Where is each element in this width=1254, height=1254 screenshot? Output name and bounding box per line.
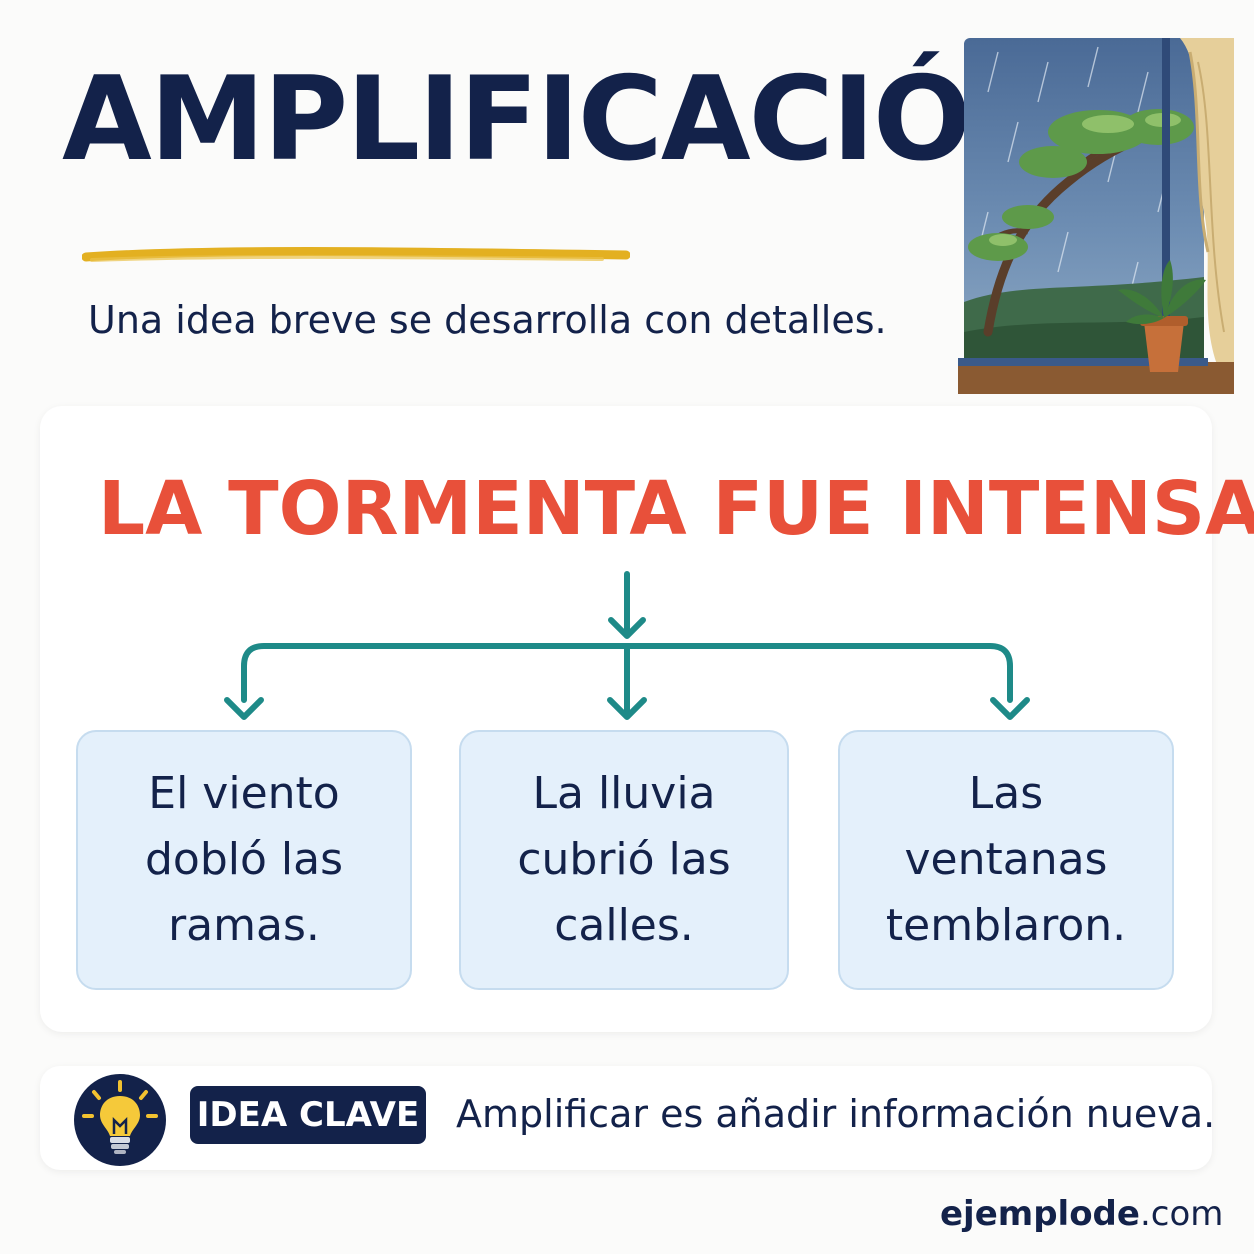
detail-text-2: La lluvia cubrió las calles.: [517, 768, 731, 951]
footer-brand[interactable]: ejemplode.com: [940, 1194, 1223, 1234]
footer-domain: .com: [1139, 1194, 1224, 1234]
detail-text-1: El viento dobló las ramas.: [144, 768, 344, 951]
key-idea-text: Amplificar es añadir información nueva.: [456, 1092, 1216, 1136]
main-sentence: LA TORMENTA FUE INTENSA.: [98, 466, 1254, 552]
title-underline: [82, 247, 630, 262]
detail-box-3: Las ventanas temblaron.: [838, 730, 1174, 990]
page-title: AMPLIFICACIÓN: [62, 52, 1067, 187]
subtitle: Una idea breve se desarrolla con detalle…: [88, 298, 887, 342]
detail-box-2: La lluvia cubrió las calles.: [459, 730, 789, 990]
detail-box-1: El viento dobló las ramas.: [76, 730, 412, 990]
idea-clave-badge: IDEA CLAVE: [190, 1086, 426, 1144]
lightbulb-icon: [74, 1074, 166, 1166]
storm-window-illustration: [958, 38, 1234, 394]
footer-brand-name: ejemplode: [940, 1194, 1140, 1234]
detail-text-3: Las ventanas temblaron.: [885, 768, 1127, 951]
